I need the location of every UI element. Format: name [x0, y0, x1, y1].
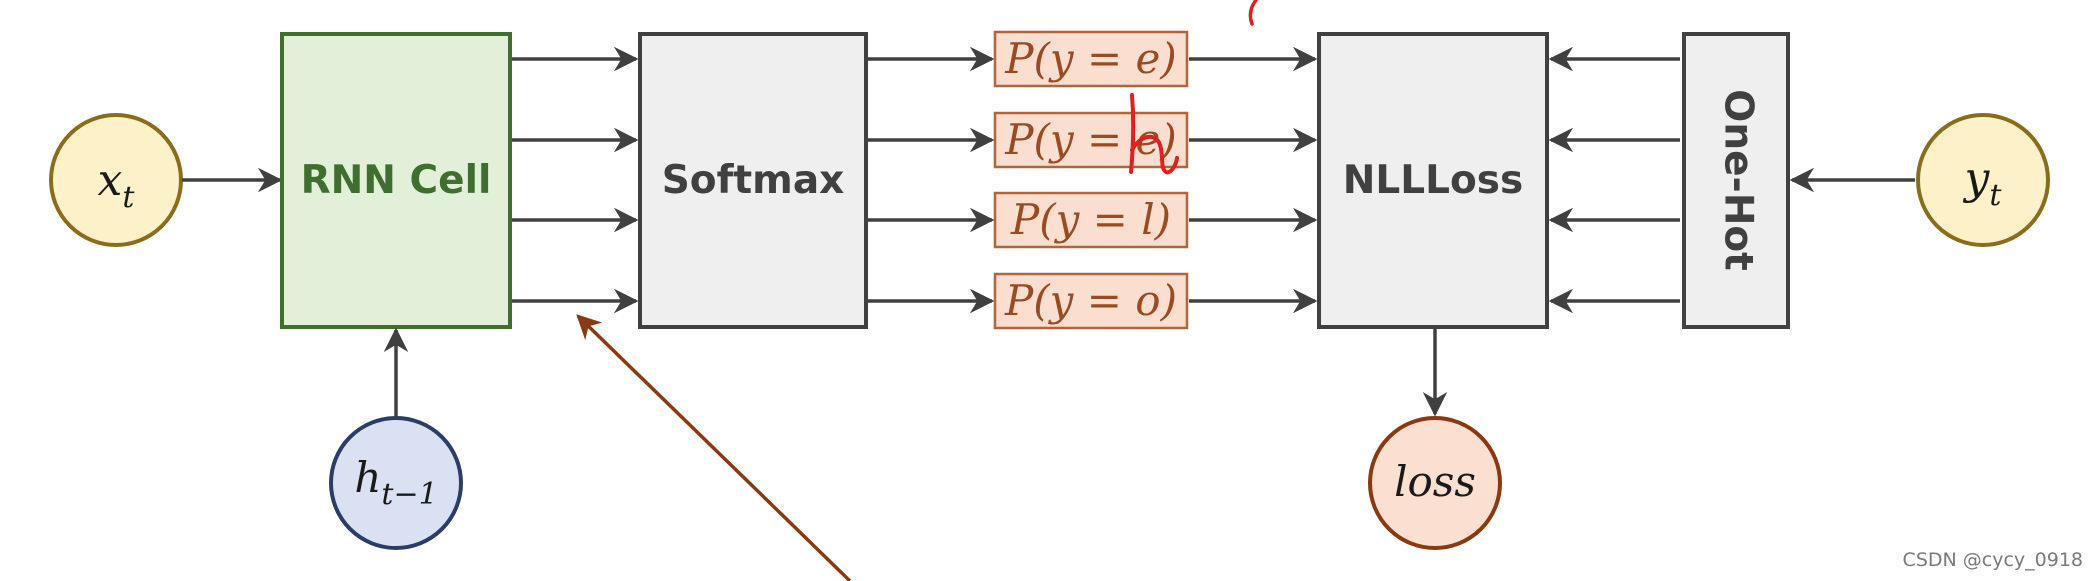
prob-box-4: P(y = o)	[993, 272, 1189, 330]
y-t-node: yt	[1916, 113, 2050, 247]
rnn-cell-label: RNN Cell	[301, 158, 492, 203]
probability-boxes: P(y = e) P(y = e) P(y = l) P(y = o)	[993, 30, 1189, 330]
nllloss-box: NLLLoss	[1317, 32, 1549, 329]
one-hot-box: One-Hot	[1682, 32, 1790, 329]
rnn-to-softmax-arrows	[512, 46, 639, 314]
watermark: CSDN @cycy_0918	[1903, 549, 2083, 571]
h-prev-label: ht−1	[354, 453, 437, 512]
prob-box-1: P(y = e)	[993, 30, 1189, 88]
prob-3-var: l	[1141, 195, 1154, 244]
nllloss-rect	[1317, 32, 1549, 329]
loss-label: loss	[1394, 457, 1476, 506]
handwritten-h-stroke	[1129, 93, 1179, 175]
handwritten-stroke-top	[1248, 0, 1258, 26]
softmax-box: Softmax	[638, 32, 868, 329]
prob-box-4-text: P(y = o)	[1004, 276, 1177, 325]
one-hot-rect	[1682, 32, 1790, 329]
prob-4-suffix: )	[1160, 276, 1177, 325]
prob-box-3: P(y = l)	[993, 191, 1189, 249]
prob-box-1-rect	[993, 30, 1189, 88]
x-t-label: xt	[98, 155, 136, 215]
x-t-node: xt	[49, 113, 183, 247]
prob-2-prefix: P(y =	[1004, 115, 1135, 164]
loss-node: loss	[1368, 416, 1502, 550]
h-prev-base: h	[354, 453, 381, 502]
h-prev-node: ht−1	[329, 416, 463, 550]
prob-2-suffix: )	[1159, 115, 1176, 164]
y-t-circle	[1916, 113, 2050, 247]
handwritten-annotation: h	[1129, 0, 1258, 175]
softmax-label: Softmax	[662, 158, 845, 203]
prob-1-suffix: )	[1159, 34, 1176, 83]
loss-circle	[1368, 416, 1502, 550]
x-t-circle	[49, 113, 183, 247]
prob-1-prefix: P(y =	[1004, 34, 1135, 83]
prob-4-prefix: P(y =	[1004, 276, 1135, 325]
h-prev-circle	[329, 416, 463, 550]
rnn-cell-rect	[280, 32, 512, 329]
x-t-subscript: t	[122, 180, 135, 215]
prob-box-4-rect	[993, 272, 1189, 330]
prob-box-1-text: P(y = e)	[1004, 34, 1177, 83]
one-hot-label: One-Hot	[1716, 89, 1761, 271]
nllloss-label: NLLLoss	[1343, 158, 1523, 203]
y-t-label: yt	[1963, 153, 2003, 213]
prob-box-2-text: P(y = e)	[1004, 115, 1177, 164]
onehot-to-nllloss-arrows	[1548, 46, 1680, 314]
h-prev-subscript: t−1	[381, 477, 437, 512]
x-t-base: x	[98, 155, 123, 206]
prob-to-nllloss-arrows	[1189, 46, 1318, 314]
rnn-cell-box: RNN Cell	[280, 32, 512, 329]
y-t-base: y	[1963, 153, 1991, 204]
y-t-subscript: t	[1989, 178, 2002, 213]
softmax-to-prob-arrows	[868, 46, 995, 314]
prob-3-suffix: )	[1154, 195, 1171, 244]
prob-box-3-rect	[993, 191, 1189, 249]
prob-box-3-text: P(y = l)	[1010, 195, 1171, 244]
prob-4-var: o	[1135, 276, 1160, 325]
annotation-arrow	[576, 314, 852, 581]
prob-1-var: e	[1136, 34, 1161, 83]
softmax-rect	[638, 32, 868, 329]
prob-3-prefix: P(y =	[1010, 195, 1141, 244]
